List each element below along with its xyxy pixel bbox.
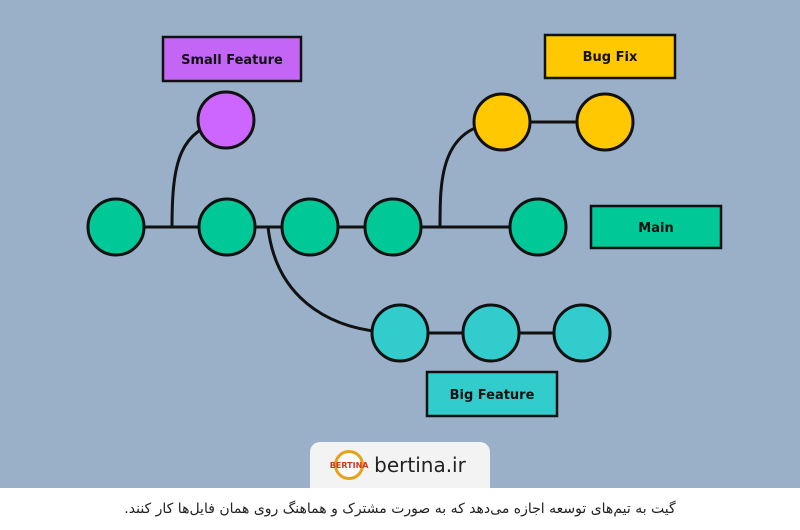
label-bug-fix: Bug Fix [543, 33, 677, 80]
label-small-feature: Small Feature [161, 35, 303, 83]
brand-badge[interactable]: BERTINA bertina.ir [310, 442, 490, 488]
main-commit [197, 197, 257, 257]
main-commit [86, 197, 146, 257]
bug-fix-commit [575, 92, 635, 152]
caption: گیت به تیم‌های توسعه اجازه می‌دهد که به … [0, 488, 800, 530]
brand-name: bertina.ir [374, 453, 466, 477]
main-commits [86, 197, 568, 257]
bug-fix-commit [472, 92, 532, 152]
git-branch-diagram: Small Feature Bug Fix Main Big Feature [86, 33, 723, 418]
big-feature-commit [552, 303, 612, 363]
logo-text: BERTINA [329, 460, 369, 470]
big-feature-commit [370, 303, 430, 363]
big-feature-commit [461, 303, 521, 363]
bertina-logo-icon: BERTINA [330, 450, 368, 480]
main-commit [508, 197, 568, 257]
main-commit [280, 197, 340, 257]
label-main-text: Main [638, 221, 673, 236]
label-small-feature-text: Small Feature [181, 53, 283, 68]
main-commit [363, 197, 423, 257]
label-big-feature: Big Feature [425, 370, 559, 418]
small-feature-commit [196, 90, 256, 150]
label-main: Main [589, 204, 723, 250]
label-bug-fix-text: Bug Fix [583, 50, 638, 65]
big-feature-commits [370, 303, 612, 363]
label-big-feature-text: Big Feature [450, 388, 535, 403]
bug-fix-commits [472, 92, 635, 152]
